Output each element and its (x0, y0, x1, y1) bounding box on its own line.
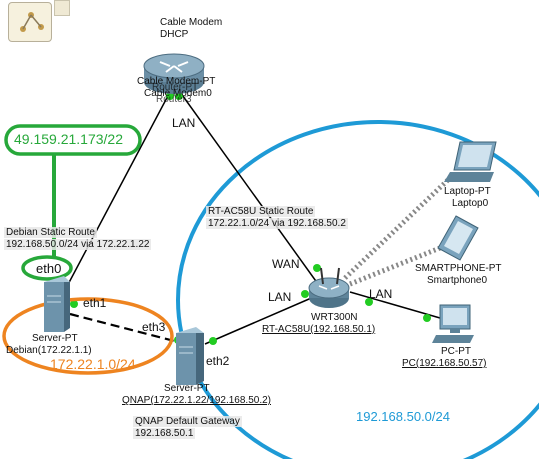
eth0-marker (21, 255, 73, 281)
subnet-orange-label: 172.22.1.0/24 (50, 356, 136, 372)
port-lan-router-right: LAN (369, 287, 393, 301)
port-eth3: eth3 (142, 320, 166, 334)
public-ip-box (4, 124, 142, 156)
wireless-links (343, 176, 452, 287)
cable-modem-overlap-type: Router-PT (152, 82, 199, 93)
router-route: 172.22.1.0/24 via 192.168.50.2 (206, 218, 348, 229)
cable-modem-overlap-name: Router3 (156, 94, 192, 105)
port-eth2: eth2 (206, 354, 230, 368)
port-lan-router-left: LAN (268, 290, 292, 304)
smartphone-icon[interactable] (437, 215, 479, 261)
debian-name: Debian(172.22.1.1) (6, 345, 92, 356)
network-topology-icon[interactable] (8, 2, 52, 42)
router-route-title: RT-AC58U Static Route (206, 206, 316, 217)
cable-modem-icon[interactable] (143, 53, 205, 94)
cable-modem-debian (63, 91, 171, 293)
port-wan: WAN (272, 257, 300, 271)
subnet-orange-ellipse (2, 297, 174, 375)
public-ip-label: 49.159.21.173/22 (14, 131, 123, 147)
debian-route: 192.168.50.0/24 via 172.22.1.22 (4, 239, 152, 250)
cable-modem-type: Cable Modem-PT (137, 76, 216, 87)
cable-modem-device-name: Cable Modem0 (144, 88, 212, 99)
pc-icon[interactable] (432, 304, 474, 343)
eth0-label: eth0 (36, 261, 62, 276)
subnet-blue-ellipse (176, 120, 539, 459)
cables (63, 91, 441, 345)
router-model: WRT300N (311, 312, 358, 323)
debian-server-icon[interactable] (44, 276, 70, 332)
qnap-gw-title: QNAP Default Gateway (133, 416, 242, 427)
cable-router-pc (349, 291, 441, 319)
toolbar-tab[interactable] (54, 0, 70, 16)
laptop-name: Laptop0 (452, 198, 489, 209)
pc-name: PC(192.168.50.57) (402, 358, 487, 369)
port-lan-modem: LAN (172, 116, 196, 130)
laptop-type: Laptop-PT (444, 186, 491, 197)
smartphone-type: SMARTPHONE-PT (415, 263, 502, 274)
smartphone-name: Smartphone0 (427, 275, 488, 286)
debian-route-title: Debian Static Route (4, 227, 97, 238)
port-eth1: eth1 (83, 296, 107, 310)
qnap-name: QNAP(172.22.1.22/192.168.50.2) (122, 395, 271, 406)
wireless-router-icon[interactable] (308, 267, 350, 308)
pc-type: PC-PT (441, 346, 471, 357)
qnap-gw: 192.168.50.1 (133, 428, 196, 439)
cable-modem-name1: Cable Modem (160, 17, 223, 28)
subnet-blue-label: 192.168.50.0/24 (356, 409, 450, 424)
laptop-icon[interactable] (444, 141, 497, 182)
qnap-server-icon[interactable] (176, 327, 204, 385)
cable-qnap-router (204, 295, 317, 345)
router-name: RT-AC58U(192.168.50.1) (262, 324, 376, 335)
cable-modem-name2: DHCP (160, 29, 189, 40)
qnap-type: Server-PT (164, 383, 210, 394)
debian-type: Server-PT (32, 333, 78, 344)
cable-debian-qnap (69, 312, 183, 345)
cable-modem-router (179, 91, 319, 285)
